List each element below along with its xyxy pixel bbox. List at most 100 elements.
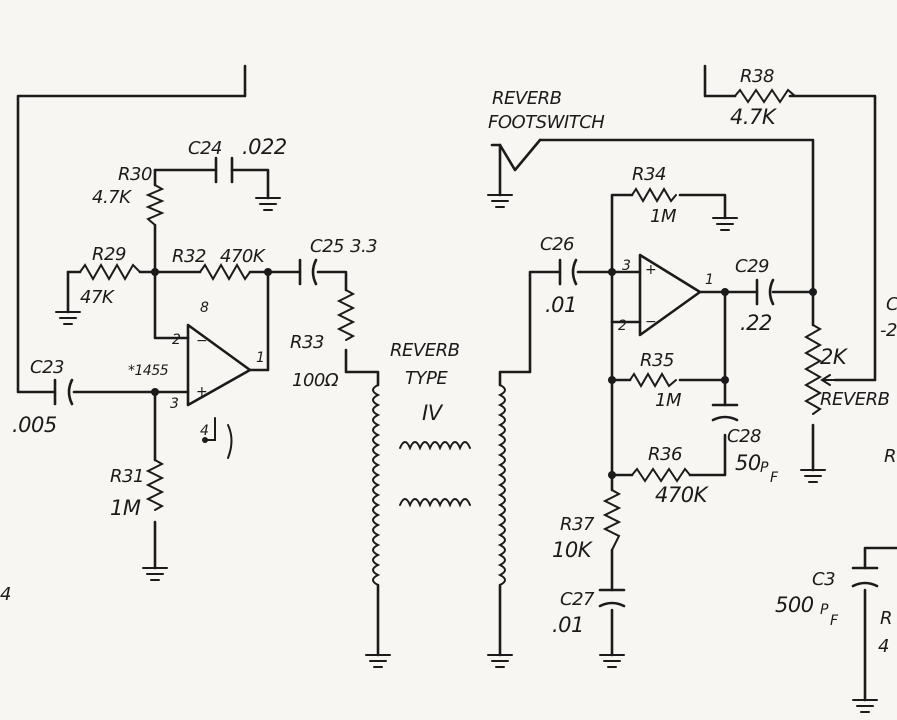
label-c3-ref: C3	[812, 569, 835, 590]
capacitors	[53, 156, 879, 608]
pin-8: 8	[200, 300, 209, 316]
label-ic-ref: *1455	[128, 363, 169, 379]
footswitch-symbol	[490, 138, 542, 172]
label-r29-ref: R29	[92, 244, 126, 265]
label-r33-ref: R33	[290, 332, 324, 353]
label-r30-ref: R30	[118, 164, 152, 185]
capacitor-c28	[711, 403, 739, 422]
label-c28-value: 50	[735, 451, 761, 475]
svg-text:+: +	[645, 262, 656, 278]
pin-4: 4	[200, 423, 208, 439]
capacitor-c26	[558, 258, 578, 286]
edge-right-mid: -2	[880, 320, 897, 341]
label-r33-value: 100Ω	[292, 370, 339, 391]
label-c25-value: 3.3	[350, 236, 377, 257]
label-c23-ref: C23	[30, 357, 64, 378]
label-c23-value: .005	[12, 413, 57, 437]
resistor-r32	[199, 262, 251, 282]
label-c25-ref: C25	[310, 236, 344, 257]
op-amps: − + + −	[186, 253, 702, 459]
resistor-r29	[79, 262, 141, 282]
label-tank-line2: TYPE	[405, 368, 448, 389]
label-r31-value: 1M	[110, 496, 141, 520]
ground-symbols	[55, 194, 878, 713]
pot-wiper-arrow	[820, 374, 836, 386]
capacitor-c23	[53, 378, 74, 406]
label-c24-ref: C24	[188, 138, 222, 159]
label-footswitch-line1: REVERB	[492, 88, 562, 109]
label-c26-ref: C26	[540, 234, 574, 255]
label-c28-ref: C28	[727, 426, 761, 447]
label-c26-value: .01	[545, 293, 577, 317]
ground-icon	[487, 194, 513, 208]
label-tank-line1: REVERB	[390, 340, 460, 361]
label-footswitch-line2: FOOTSWITCH	[488, 112, 605, 133]
label-c24-value: .022	[242, 135, 287, 159]
label-r35-ref: R35	[640, 350, 674, 371]
label-c27-ref: C27	[560, 589, 595, 610]
ground-icon	[800, 469, 826, 483]
pin-3b: 3	[622, 258, 630, 274]
junction-dots	[151, 268, 817, 479]
capacitor-c3	[851, 566, 879, 588]
label-pot-name: REVERB	[820, 389, 890, 410]
resistor-r30	[145, 184, 165, 226]
resistors	[79, 88, 836, 551]
label-c29-value: .22	[740, 311, 772, 335]
label-r37-ref: R37	[560, 514, 595, 535]
ground-icon	[599, 654, 625, 668]
ground-icon	[255, 197, 281, 211]
label-c29-ref: C29	[735, 256, 769, 277]
ground-icon	[142, 567, 168, 581]
label-pot-value: 2K	[820, 345, 849, 369]
capacitor-c25	[298, 258, 318, 286]
pin-2b: 2	[618, 318, 627, 334]
edge-right-top: C	[886, 294, 897, 315]
opamp-2	[638, 253, 702, 337]
label-r29-value: 47K	[80, 287, 115, 308]
edge-right-r: R	[884, 446, 896, 467]
edge-right-r2: R	[880, 608, 892, 629]
label-r36-value: 470K	[655, 483, 710, 507]
label-c28-unit: P	[760, 460, 769, 476]
capacitor-c27	[598, 588, 626, 608]
tank-spring-bottom	[399, 498, 471, 508]
ground-icon	[365, 654, 391, 668]
label-c28-unit-sub: F	[770, 470, 779, 486]
resistor-r33	[336, 289, 356, 341]
label-c3-value: 500	[775, 593, 814, 617]
wiring	[16, 64, 897, 702]
component-labels: R30 4.7K C24 .022 R29 47K R32 470K C25 3…	[0, 66, 897, 657]
ground-icon	[712, 217, 738, 231]
pin-3: 3	[170, 396, 178, 412]
resistor-r35	[629, 372, 677, 388]
capacitor-c24	[214, 156, 234, 184]
label-c3-unit: P	[820, 602, 829, 618]
label-c27-value: .01	[552, 613, 584, 637]
tank-coil-input	[372, 384, 381, 586]
resistor-r34	[631, 187, 677, 203]
ground-icon	[852, 699, 878, 713]
label-r38-value: 4.7K	[730, 105, 778, 129]
label-r30-value: 4.7K	[92, 187, 132, 208]
label-tank-line3: IV	[422, 401, 444, 425]
label-r36-ref: R36	[648, 444, 682, 465]
resistor-r37	[602, 489, 622, 551]
label-r35-value: 1M	[655, 390, 682, 411]
pot-reverb	[803, 324, 823, 415]
label-r32-ref: R32	[172, 246, 206, 267]
pin-1: 1	[256, 350, 264, 366]
pin-2: 2	[172, 332, 181, 348]
resistor-r36	[631, 467, 691, 483]
label-r34-value: 1M	[650, 206, 677, 227]
capacitor-c29	[755, 278, 775, 306]
label-r38-ref: R38	[740, 66, 774, 87]
edge-left-4: 4	[0, 584, 11, 605]
edge-right-4: 4	[878, 636, 889, 657]
tank-coil-output	[497, 384, 506, 586]
ground-icon	[487, 654, 513, 668]
resistor-r31	[145, 459, 165, 511]
opamp-1455	[186, 323, 252, 407]
reverb-tank-coils	[372, 384, 506, 586]
